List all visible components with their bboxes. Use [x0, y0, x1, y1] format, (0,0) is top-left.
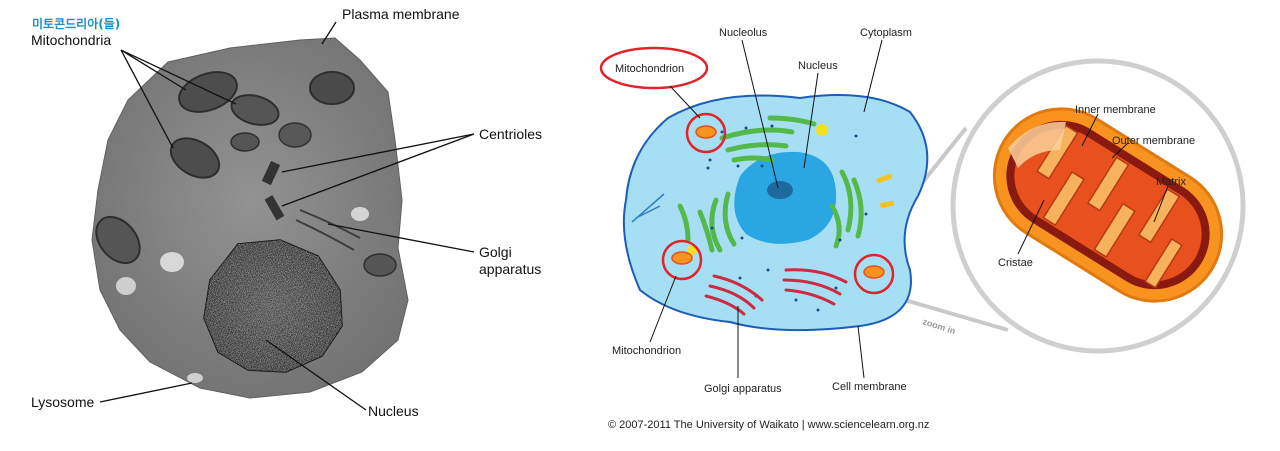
- micrograph-vesicle: [187, 373, 203, 383]
- label-nucleolus: Nucleolus: [719, 27, 768, 39]
- label-golgi-line2: apparatus: [479, 261, 541, 277]
- highlight-circle: [661, 239, 703, 281]
- micrograph-mitochondrion: [363, 253, 397, 277]
- endoplasmic-reticulum: [677, 115, 864, 253]
- label-korean-mitochondria: 미토콘드리아(들): [32, 16, 120, 31]
- cell-nucleolus: [767, 181, 793, 199]
- leader-line: [120, 49, 174, 149]
- leader-line: [281, 133, 475, 207]
- label-matrix: Matrix: [1156, 176, 1186, 188]
- micrograph-mitochondrion: [230, 94, 280, 126]
- leader-line: [120, 49, 187, 91]
- leader-line: [649, 275, 677, 343]
- leader-line: [265, 339, 367, 411]
- label-lysosome: Lysosome: [31, 394, 95, 410]
- label-inner-membrane: Inner membrane: [1075, 104, 1156, 116]
- leader-line: [1081, 113, 1099, 147]
- label-zoom-in: zoom in: [921, 316, 956, 336]
- leader-line: [281, 133, 475, 173]
- leader-line: [321, 21, 337, 45]
- leader-line: [99, 382, 193, 403]
- micrograph-centriole: [264, 195, 285, 221]
- label-nucleus-cell: Nucleus: [798, 60, 838, 72]
- leader-line: [1017, 199, 1045, 255]
- cell-centrioles: [631, 193, 665, 223]
- leader-line: [857, 325, 865, 379]
- label-centrioles: Centrioles: [479, 126, 542, 142]
- micrograph-panel: 미토콘드리아(들) Mitochondria Plasma membrane C…: [31, 6, 542, 419]
- cell-diagram-panel: Mitochondrion Nucleolus Nucleus Cytoplas…: [599, 27, 1009, 395]
- micrograph-mitochondrion: [95, 215, 141, 265]
- leader-line: [1111, 142, 1129, 159]
- leader-line: [327, 223, 475, 253]
- leader-line: [669, 85, 701, 119]
- highlight-circle: [685, 112, 727, 154]
- label-cell-membrane: Cell membrane: [832, 381, 907, 393]
- label-cristae: Cristae: [998, 257, 1033, 269]
- mitochondrion-zoom-panel: Inner membrane Outer membrane Matrix Cri…: [950, 58, 1246, 354]
- label-mitochondrion-bottom: Mitochondrion: [612, 345, 681, 357]
- label-outer-membrane: Outer membrane: [1112, 135, 1195, 147]
- golgi-stack: [704, 268, 848, 316]
- label-golgi-apparatus: Golgi apparatus: [704, 383, 782, 395]
- micrograph-nucleus-texture: [204, 240, 342, 372]
- micrograph-vesicle: [351, 207, 369, 221]
- leader-line: [803, 72, 819, 169]
- cell-mitochondrion: [863, 265, 885, 279]
- micrograph-vesicle: [160, 252, 184, 272]
- label-plasma-membrane: Plasma membrane: [342, 6, 460, 22]
- micrograph-vesicle: [116, 277, 136, 295]
- mito-cristae: [1036, 124, 1183, 289]
- label-cytoplasm: Cytoplasm: [860, 27, 912, 39]
- vesicle-yellow: [880, 200, 895, 208]
- highlight-circle: [853, 253, 895, 295]
- mito-cut-face: [1008, 121, 1066, 168]
- label-mitochondrion-top: Mitochondrion: [615, 63, 684, 75]
- leader-line: [1153, 185, 1169, 223]
- micrograph-mitochondrion: [309, 71, 355, 105]
- micrograph-mitochondrion: [178, 71, 238, 113]
- micrograph-mitochondrion: [169, 137, 221, 179]
- leader-line: [863, 39, 883, 113]
- cell-mitochondrion: [671, 251, 693, 265]
- vesicle-yellow: [687, 245, 697, 255]
- micrograph-mitochondrion: [278, 122, 312, 148]
- vesicle-yellow: [876, 173, 892, 183]
- micrograph-mitochondrion: [230, 132, 260, 152]
- leader-line: [741, 39, 779, 189]
- leader-line: [120, 49, 237, 105]
- micrograph-golgi: [295, 209, 361, 251]
- mito-matrix: [1014, 128, 1202, 282]
- label-mitochondria: Mitochondria: [31, 32, 111, 48]
- micrograph-centriole: [261, 160, 281, 186]
- copyright-text: © 2007-2011 The University of Waikato | …: [608, 419, 929, 431]
- highlight-oval: [599, 46, 709, 90]
- label-golgi-line1: Golgi: [479, 244, 512, 260]
- vesicle-yellow: [816, 124, 828, 136]
- label-nucleus-micrograph: Nucleus: [368, 403, 419, 419]
- cell-mitochondrion: [695, 125, 717, 139]
